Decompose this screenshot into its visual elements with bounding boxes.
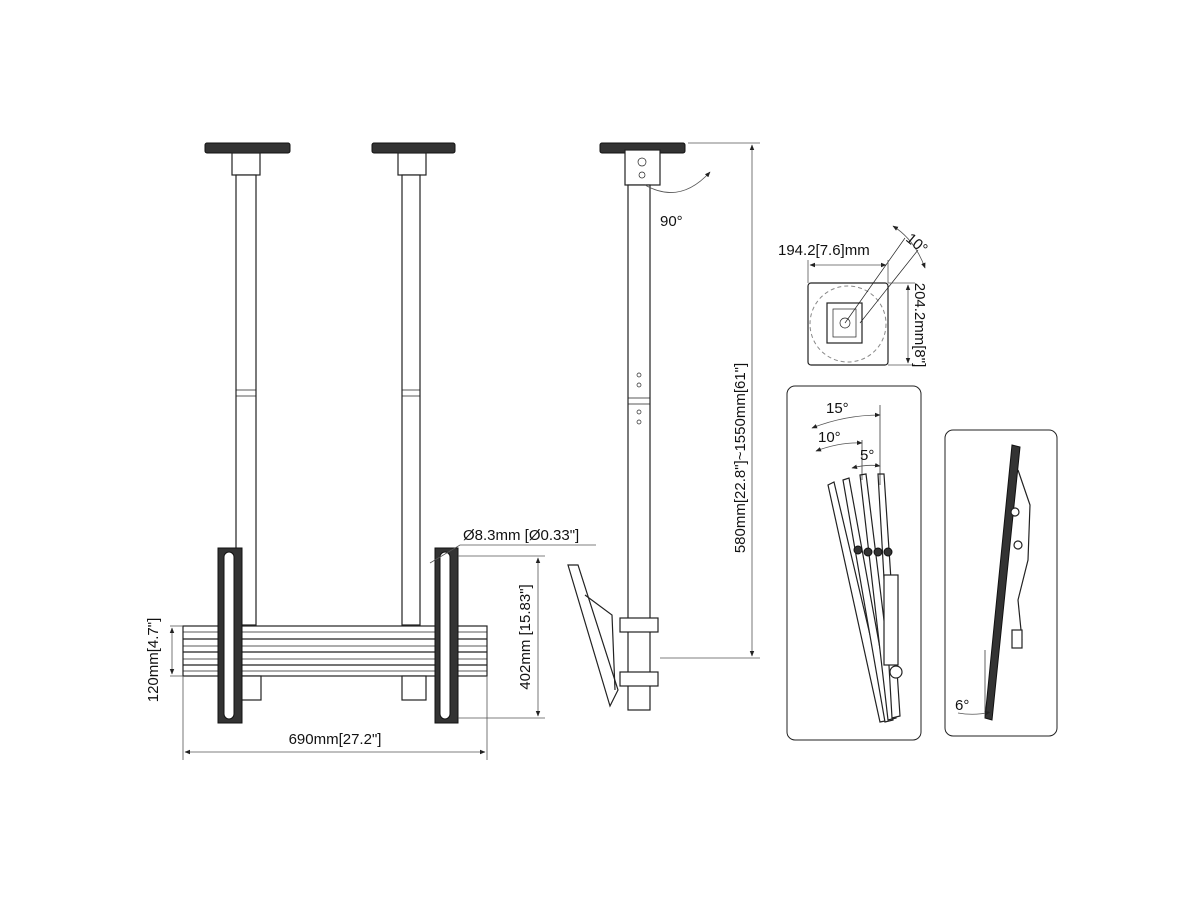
plate-top-view: 10° 194.2[7.6]mm 204.2mm[8"] [778, 225, 931, 368]
tilt-6-label: 6° [955, 697, 969, 714]
side-pole [627, 184, 651, 711]
left-pole [235, 174, 257, 626]
rail-height-dimension: 402mm [15.83"] [517, 584, 534, 689]
flat-detail-panel: 6° [944, 429, 1058, 737]
plate-height-dimension: 204.2mm[8"] [911, 283, 928, 368]
tilt-10-label: 10° [818, 429, 841, 446]
tilt-5-label: 5° [860, 447, 874, 464]
bar-height-dimension: 120mm[4.7"] [145, 618, 162, 703]
tilt-15-label: 15° [826, 400, 849, 417]
side-view: 90° 580mm[22.8"]~1550mm[61"] [567, 142, 760, 711]
right-pole [401, 174, 421, 626]
right-vertical-rail [434, 547, 459, 724]
tilted-screen-bracket [567, 564, 619, 708]
front-view: 690mm[27.2"] 120mm[4.7"] 402mm [15.83"] … [145, 142, 596, 760]
left-vertical-rail [217, 547, 243, 724]
pole-length-dimension: 580mm[22.8"]~1550mm[61"] [732, 363, 749, 553]
bar-width-dimension: 690mm[27.2"] [289, 731, 382, 748]
plate-width-dimension: 194.2[7.6]mm [778, 242, 870, 259]
right-ceiling-plate [371, 142, 456, 176]
plate-angle-label: 10° [902, 230, 930, 258]
rotation-angle-label: 90° [660, 213, 683, 230]
tilt-detail-panel: 15° 10° 5° [786, 385, 922, 741]
left-ceiling-plate [204, 142, 291, 176]
hole-diameter-label: Ø8.3mm [Ø0.33"] [463, 527, 579, 544]
